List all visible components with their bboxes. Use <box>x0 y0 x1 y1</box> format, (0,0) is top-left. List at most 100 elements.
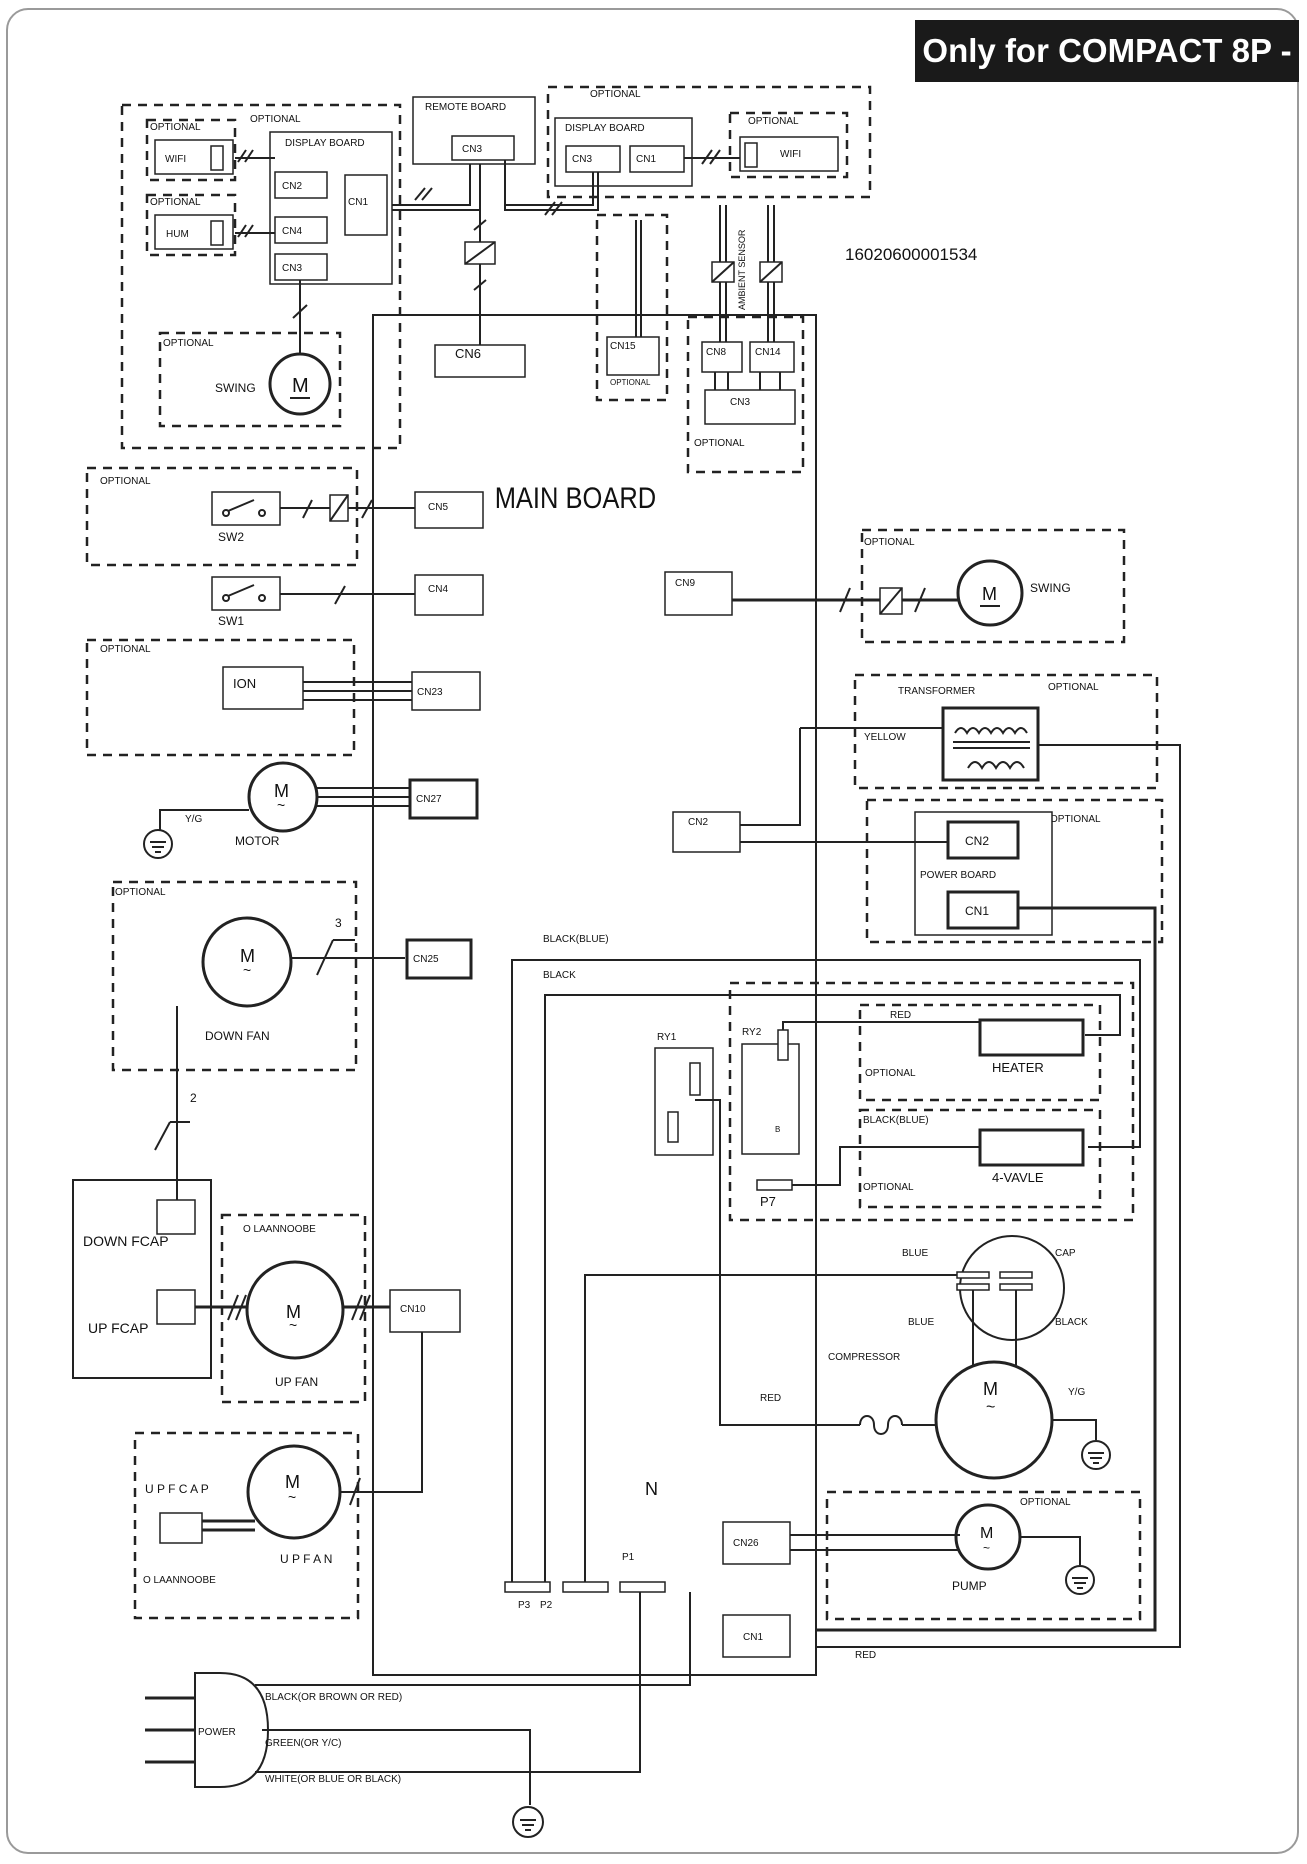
svg-text:RY2: RY2 <box>742 1027 762 1038</box>
svg-text:CN8: CN8 <box>706 347 726 358</box>
ground-symbol <box>512 1806 544 1838</box>
svg-text:SWING: SWING <box>215 381 256 395</box>
optional-swing-top <box>158 331 342 428</box>
svg-text:CN9: CN9 <box>675 578 695 589</box>
heater <box>978 1018 1085 1057</box>
svg-text:CN1: CN1 <box>965 904 989 918</box>
svg-text:OPTIONAL: OPTIONAL <box>1050 814 1101 825</box>
svg-text:CN3: CN3 <box>730 397 750 408</box>
cn5-connector <box>414 491 484 529</box>
svg-text:DOWN FAN: DOWN FAN <box>205 1029 270 1043</box>
p3-p2-terminals <box>504 1581 551 1593</box>
svg-text:GREEN(OR Y/C): GREEN(OR Y/C) <box>265 1738 342 1749</box>
svg-text:CN14: CN14 <box>755 347 781 358</box>
optional-wifi-group <box>145 118 237 182</box>
svg-text:HUM: HUM <box>166 229 189 240</box>
up-fcap-lower <box>159 1512 203 1544</box>
p7-terminal <box>756 1179 793 1191</box>
optional-swing-right <box>860 528 1126 644</box>
svg-text:YELLOW: YELLOW <box>864 732 906 743</box>
svg-text:~: ~ <box>983 1541 990 1555</box>
svg-text:OPTIONAL: OPTIONAL <box>610 378 651 387</box>
ground-symbol <box>143 829 173 859</box>
svg-text:DISPLAY BOARD: DISPLAY BOARD <box>565 123 645 134</box>
svg-text:CN6: CN6 <box>455 346 481 361</box>
optional-display-right <box>546 85 872 199</box>
cn26-connector <box>722 1521 791 1565</box>
svg-text:CN1: CN1 <box>743 1632 763 1643</box>
cn9-connector <box>664 571 733 616</box>
cn15-connector <box>606 336 660 376</box>
svg-text:2: 2 <box>190 1091 197 1105</box>
model-banner: Only for COMPACT 8P - 9P <box>915 20 1299 131</box>
svg-text:HEATER: HEATER <box>992 1060 1044 1075</box>
svg-text:OPTIONAL: OPTIONAL <box>590 89 641 100</box>
svg-text:CN25: CN25 <box>413 954 439 965</box>
svg-text:DOWN FCAP: DOWN FCAP <box>83 1233 169 1249</box>
display-cn4 <box>274 216 328 244</box>
svg-text:WIFI: WIFI <box>780 149 801 160</box>
svg-text:POWER: POWER <box>198 1727 236 1738</box>
svg-text:DISPLAY BOARD: DISPLAY BOARD <box>285 138 365 149</box>
svg-text:M: M <box>983 1379 998 1399</box>
svg-text:OPTIONAL: OPTIONAL <box>250 114 301 125</box>
svg-text:N: N <box>645 1479 658 1499</box>
svg-text:WHITE(OR BLUE OR BLACK): WHITE(OR BLUE OR BLACK) <box>265 1774 401 1785</box>
svg-text:OPTIONAL: OPTIONAL <box>864 537 915 548</box>
svg-text:~: ~ <box>986 1399 995 1416</box>
display-right-cn3 <box>565 145 621 173</box>
svg-text:CN4: CN4 <box>282 226 302 237</box>
fcap-box <box>72 1179 212 1379</box>
svg-text:OPTIONAL: OPTIONAL <box>100 476 151 487</box>
svg-text:O LAANNOOBE: O LAANNOOBE <box>143 1575 216 1586</box>
cn2-main-connector <box>672 811 741 853</box>
svg-text:OPTIONAL: OPTIONAL <box>863 1182 914 1193</box>
svg-text:WIFI: WIFI <box>165 154 186 165</box>
down-fan-motor <box>201 916 293 1008</box>
main-board-label: MAIN BOARD <box>495 481 656 514</box>
svg-text:M: M <box>285 1472 300 1492</box>
optional-ion-group <box>85 638 356 757</box>
svg-text:B: B <box>775 1125 780 1134</box>
svg-text:CN3: CN3 <box>462 144 482 155</box>
page-frame <box>6 8 1299 1854</box>
n-terminal <box>562 1581 609 1593</box>
svg-text:CN5: CN5 <box>428 502 448 513</box>
svg-text:M: M <box>274 781 289 801</box>
optional-4valve-group <box>858 1108 1102 1209</box>
cn3-sensor-connector <box>704 389 796 425</box>
cn4-connector <box>414 574 484 616</box>
ry2-relay <box>741 1043 800 1155</box>
svg-text:CN2: CN2 <box>282 181 302 192</box>
svg-text:BLACK: BLACK <box>1055 1317 1088 1328</box>
svg-text:CN1: CN1 <box>636 154 656 165</box>
svg-text:Y/G: Y/G <box>185 814 202 825</box>
svg-text:OPTIONAL: OPTIONAL <box>1048 682 1099 693</box>
svg-text:OPTIONAL: OPTIONAL <box>150 122 201 133</box>
sw1-switch <box>211 576 281 611</box>
optional-down-fan-group <box>111 880 358 1072</box>
svg-text:CAP: CAP <box>1055 1248 1076 1259</box>
optional-sensor-group <box>686 315 805 474</box>
ion-module <box>222 666 304 710</box>
overload-protector <box>859 1415 903 1435</box>
svg-text:COMPRESSOR: COMPRESSOR <box>828 1352 900 1363</box>
p1-terminal <box>619 1581 666 1593</box>
svg-text:SW2: SW2 <box>218 530 244 544</box>
svg-text:OPTIONAL: OPTIONAL <box>748 116 799 127</box>
svg-text:OPTIONAL: OPTIONAL <box>115 887 166 898</box>
svg-text:CN3: CN3 <box>282 263 302 274</box>
svg-text:OPTIONAL: OPTIONAL <box>163 338 214 349</box>
svg-text:CN15: CN15 <box>610 341 636 352</box>
svg-text:M: M <box>286 1302 301 1322</box>
cn27-connector <box>408 778 479 820</box>
svg-text:CN2: CN2 <box>965 834 989 848</box>
svg-text:~: ~ <box>289 1317 297 1333</box>
svg-text:P1: P1 <box>622 1552 635 1563</box>
svg-text:ION: ION <box>233 676 256 691</box>
optional-up-fan-lower <box>133 1431 360 1620</box>
svg-text:CN3: CN3 <box>572 154 592 165</box>
svg-text:BLUE: BLUE <box>902 1248 928 1259</box>
